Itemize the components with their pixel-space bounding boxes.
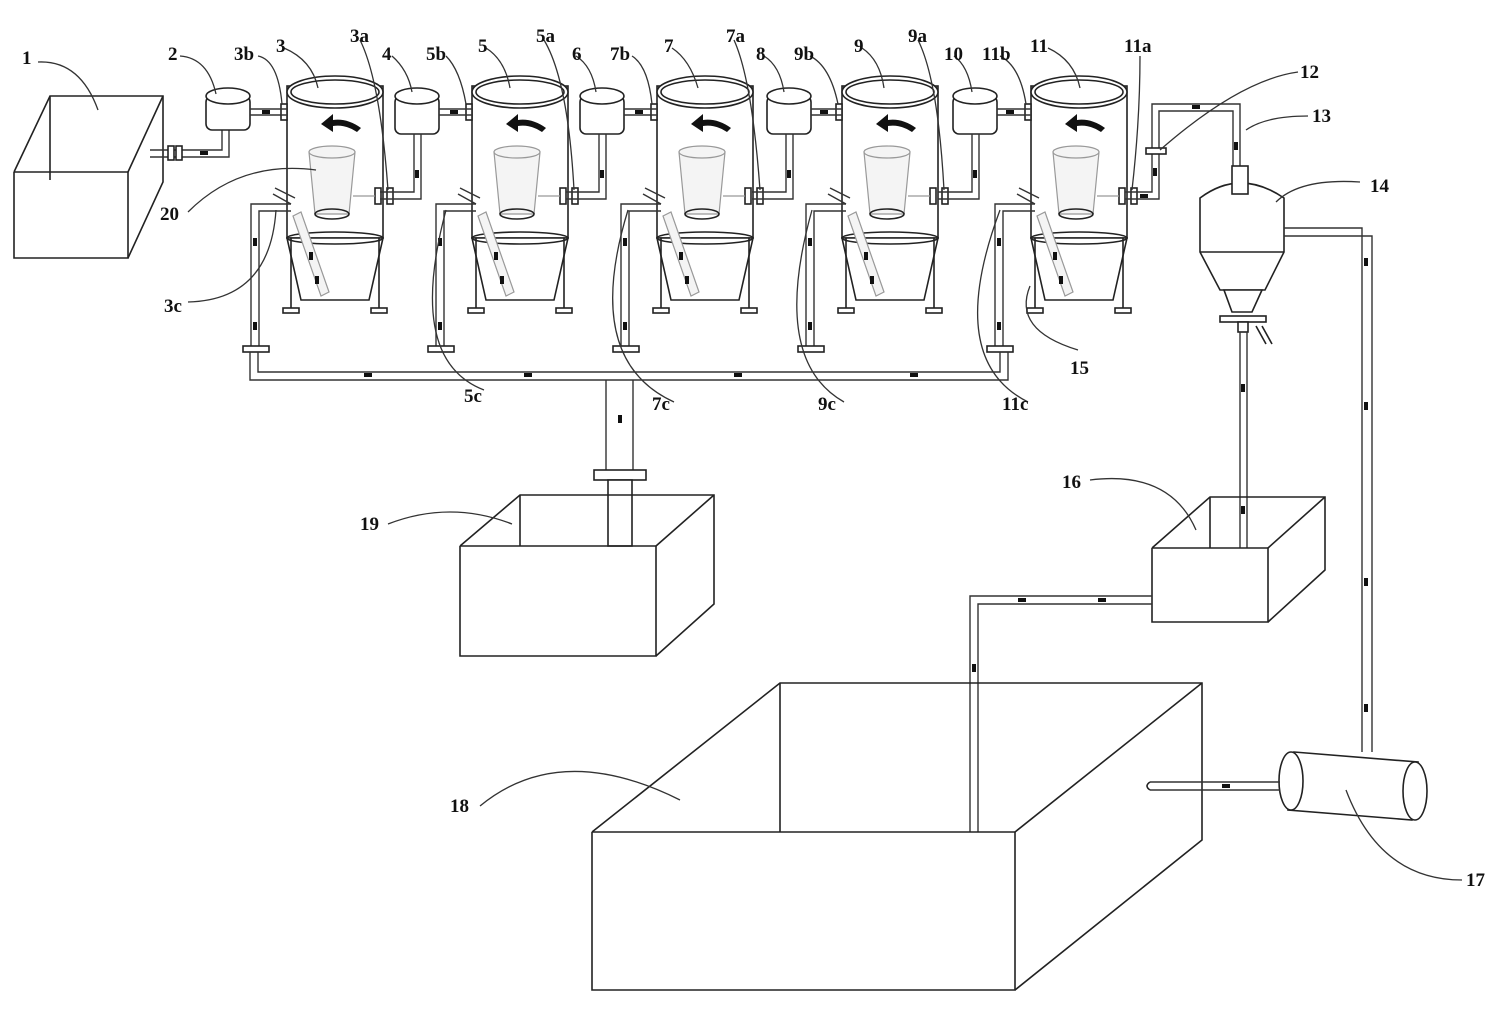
label-12: 12	[1300, 62, 1319, 83]
tank-18	[591, 682, 1203, 991]
vessel-series	[242, 75, 1138, 353]
pump-6	[579, 87, 625, 135]
label-11b: 11b	[982, 44, 1011, 65]
vessel-11-outlet-pipe	[1125, 103, 1241, 200]
label-9c: 9c	[818, 394, 836, 415]
label-6: 6	[572, 44, 582, 65]
part-labels: 1 2 3b 3 3a 4 5b 5 5a 6 7b 7 7a 8 9b 9 9…	[22, 26, 1486, 891]
label-8: 8	[756, 44, 766, 65]
pump-to-vessel-pipes	[250, 108, 1031, 116]
feed-tank-1	[13, 95, 230, 259]
label-3: 3	[276, 36, 286, 57]
label-5c: 5c	[464, 386, 482, 407]
vessel-to-pump-pipes	[380, 134, 980, 200]
label-5: 5	[478, 36, 488, 57]
label-17: 17	[1466, 870, 1486, 891]
vessel-5	[427, 75, 579, 353]
label-14: 14	[1370, 176, 1390, 197]
label-7c: 7c	[652, 394, 670, 415]
label-1: 1	[22, 48, 32, 69]
cyclone-overflow-pipe	[1284, 227, 1373, 752]
pump-8	[766, 87, 812, 135]
label-18: 18	[450, 796, 469, 817]
label-3a: 3a	[350, 26, 370, 47]
label-7a: 7a	[726, 26, 746, 47]
label-5a: 5a	[536, 26, 556, 47]
tank-19	[459, 494, 715, 657]
label-16: 16	[1062, 472, 1081, 493]
vessel-11	[986, 75, 1138, 353]
label-13: 13	[1312, 106, 1331, 127]
vessel-3	[242, 75, 394, 353]
label-9a: 9a	[908, 26, 928, 47]
label-19: 19	[360, 514, 379, 535]
label-20: 20	[160, 204, 179, 225]
pump-4	[394, 87, 440, 135]
tank16-to-tank18-pipe	[969, 595, 1152, 832]
label-5b: 5b	[426, 44, 446, 65]
tank-16	[1151, 496, 1326, 623]
label-3c: 3c	[164, 296, 182, 317]
label-11: 11	[1030, 36, 1048, 57]
label-11c: 11c	[1002, 394, 1028, 415]
pump-10	[952, 87, 998, 135]
label-3b: 3b	[234, 44, 254, 65]
pump-2	[205, 87, 251, 131]
label-10: 10	[944, 44, 963, 65]
label-9b: 9b	[794, 44, 814, 65]
label-4: 4	[382, 44, 392, 65]
vessel-7	[612, 75, 764, 353]
vessel-9	[797, 75, 949, 353]
label-2: 2	[168, 44, 178, 65]
leader-lines	[37, 39, 1463, 881]
label-7b: 7b	[610, 44, 630, 65]
pump-17	[1146, 751, 1428, 821]
label-7: 7	[664, 36, 674, 57]
cyclone-underflow-pipe	[1239, 332, 1248, 548]
label-11a: 11a	[1124, 36, 1152, 57]
cyclone-14	[1199, 165, 1285, 345]
label-15: 15	[1070, 358, 1089, 379]
label-9: 9	[854, 36, 864, 57]
bottom-manifold	[249, 352, 1009, 547]
